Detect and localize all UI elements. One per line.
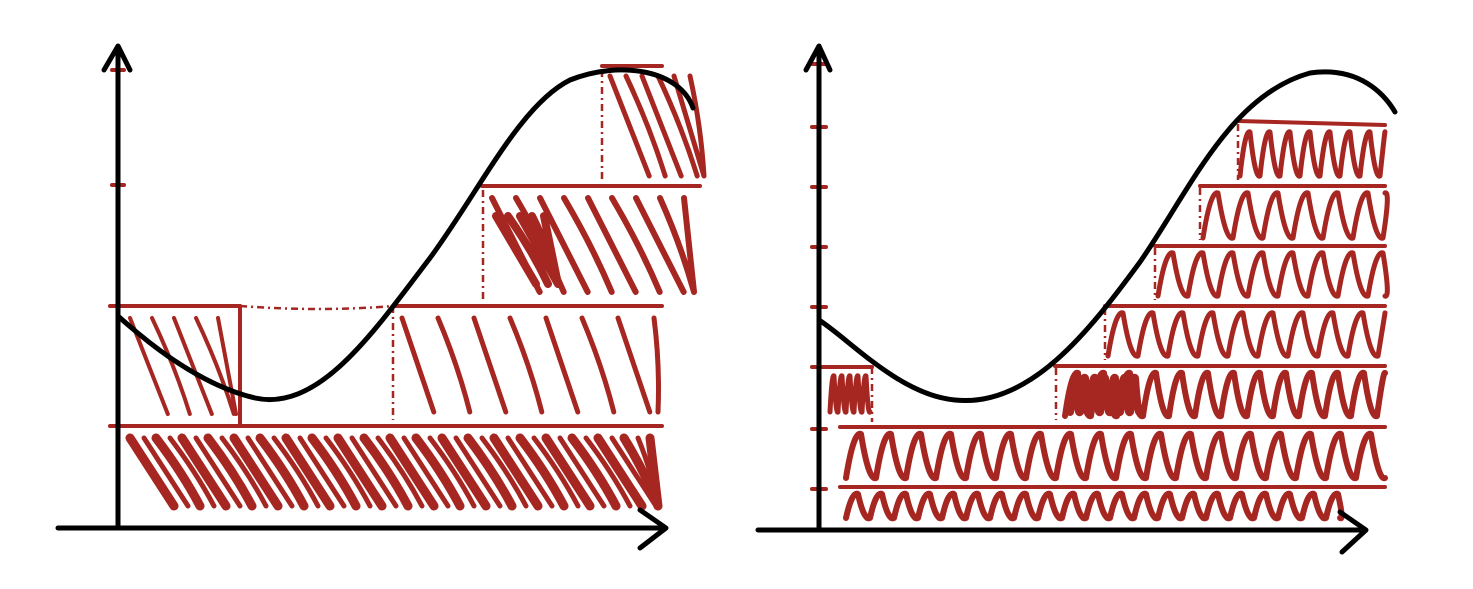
hatch-strokes: [843, 490, 1345, 522]
right-y-axis-arrow: [803, 43, 833, 73]
left-strip-lines: [108, 64, 702, 428]
right-axes: [755, 43, 1369, 555]
hatch-strokes: [1066, 373, 1144, 417]
left-panel: [55, 43, 707, 551]
right-function-curve: [816, 69, 1398, 404]
hatch-strokes: [125, 433, 663, 511]
hatch-strokes: [827, 373, 873, 415]
hatch-strokes: [128, 316, 238, 416]
left-x-axis-arrow: [637, 507, 669, 551]
left-function-curve: [115, 67, 696, 403]
right-panel: [755, 43, 1398, 555]
left-y-axis-arrow: [101, 43, 133, 73]
hatch-strokes: [1237, 129, 1388, 179]
right-x-axis-arrow: [1337, 509, 1369, 555]
hatch-strokes: [843, 430, 1388, 482]
hatch-strokes: [1155, 250, 1390, 299]
hatch-strokes: [1200, 190, 1390, 241]
hatch-strokes: [489, 195, 697, 295]
left-dashed-connector: [239, 304, 394, 311]
hatch-strokes: [399, 315, 661, 415]
hatch-strokes: [492, 212, 562, 288]
hatch-strokes: [141, 435, 661, 509]
left-hatch-fill: [125, 73, 707, 511]
right-strip-lines: [820, 119, 1387, 489]
hatch-strokes: [607, 73, 707, 179]
hatch-strokes: [1105, 310, 1388, 359]
left-axes: [55, 43, 669, 551]
right-strip-line: [1236, 119, 1387, 127]
right-hatch-fill: [827, 129, 1390, 522]
